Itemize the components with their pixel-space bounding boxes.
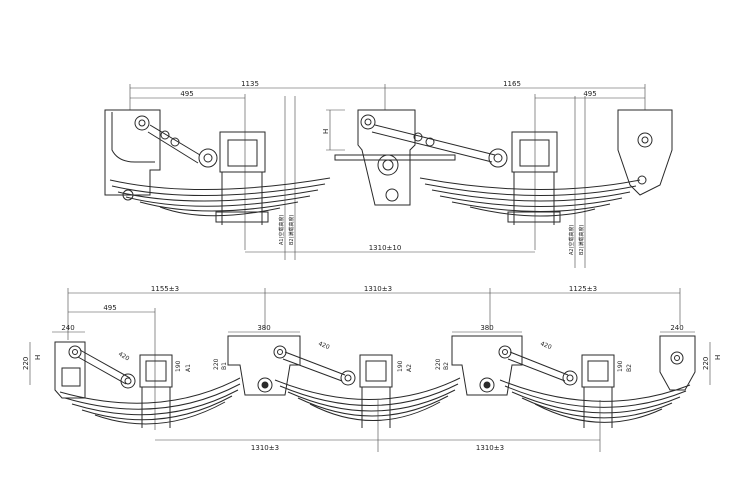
dim-top-right-span: 1165 <box>503 80 521 88</box>
dim-bottom-left-bracket: 495 <box>103 304 116 312</box>
dim-190-2: 190 <box>397 360 404 372</box>
label-b2-top-right: B2(满载高度) <box>578 224 585 255</box>
dim-rod-3: 420 <box>539 340 552 351</box>
label-a1-top: A1(空载高度) <box>278 214 285 245</box>
label-b2-top-left: B2(满载高度) <box>288 214 295 245</box>
dim-mid-hanger-1: 380 <box>257 324 270 332</box>
bottom-view: 1155±3 1310±3 1125±3 495 240 240 380 380… <box>22 285 722 452</box>
label-b2-bottom-mid: B2 <box>443 362 450 370</box>
dim-bottom-mid-span: 1310±3 <box>364 285 392 293</box>
dim-mid1-220: 220 <box>213 358 220 370</box>
dim-190-1: 190 <box>175 360 182 372</box>
label-b2-bottom: B2 <box>626 364 633 372</box>
dim-h-right-value: 220 <box>702 357 710 370</box>
dim-mid-hanger-2: 380 <box>480 324 493 332</box>
label-b1-bottom: B1 <box>221 362 228 370</box>
dim-190-3: 190 <box>617 360 624 372</box>
dim-top-right-bracket: 495 <box>583 90 596 98</box>
label-a2-top: A2(空载高度) <box>568 224 575 255</box>
dim-bottom-axle-1: 1310±3 <box>251 444 279 452</box>
dim-rod-2: 420 <box>317 340 330 351</box>
label-a2-bottom: A2 <box>406 364 413 372</box>
dim-h-left-label: H <box>34 355 42 360</box>
dim-top-left-bracket: 495 <box>180 90 193 98</box>
dim-bottom-right-span: 1125±3 <box>569 285 597 293</box>
dim-bottom-left-span: 1155±3 <box>151 285 179 293</box>
dim-h-left-value: 220 <box>22 357 30 370</box>
dim-front-hanger-width: 240 <box>61 324 74 332</box>
label-a1-bottom: A1 <box>185 364 192 372</box>
top-view: 1135 1165 495 495 A1(空载高度) B2(满载高度) A2(空… <box>104 80 673 268</box>
dim-rear-hanger-width: 240 <box>670 324 683 332</box>
dim-top-axle-spacing: 1310±10 <box>369 244 402 252</box>
dim-bottom-axle-2: 1310±3 <box>476 444 504 452</box>
dim-rod-1: 420 <box>117 351 131 363</box>
dim-h-right-label: H <box>714 355 722 360</box>
dim-top-left-span: 1135 <box>241 80 259 88</box>
dim-mid2-220: 220 <box>435 358 442 370</box>
label-h-top: H <box>322 129 330 134</box>
